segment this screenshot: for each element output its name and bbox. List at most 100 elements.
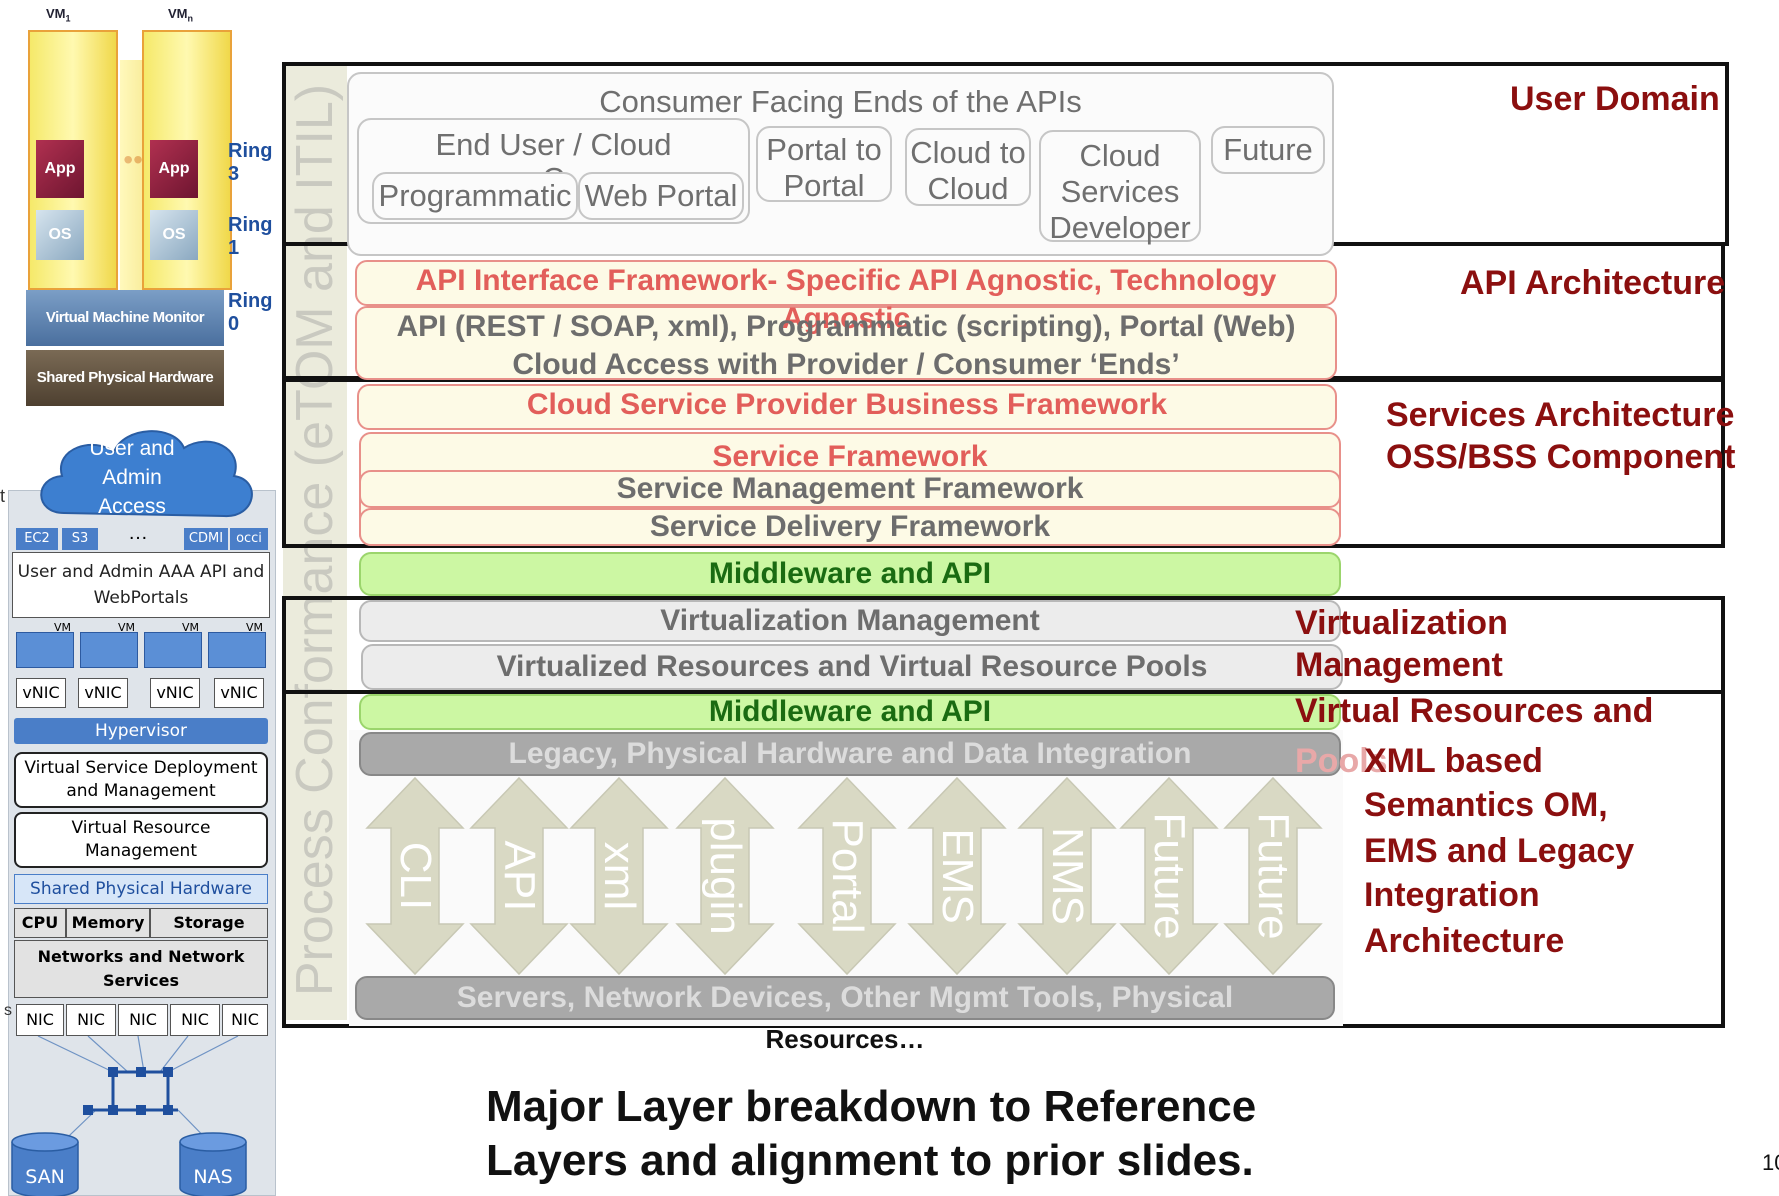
virtualization-label: Virtualization	[1295, 604, 1508, 642]
vm-icon-1: VM	[16, 621, 74, 668]
double-arrow-7	[1017, 776, 1117, 976]
ring3-label: Ring 3	[228, 140, 273, 185]
vmm-bar: Virtual Machine Monitor	[26, 290, 224, 346]
double-arrow-4	[675, 776, 775, 976]
vmn-app: App	[150, 140, 198, 198]
page-number: 10	[1762, 1150, 1779, 1175]
cloud-access-label: Cloud Access with Provider / Consumer ‘E…	[512, 348, 1180, 381]
cloud-stack-diagram: t User and Admin Access EC2 S3 … CDMI oc…	[0, 410, 282, 1196]
nic-1: NIC	[16, 1004, 64, 1036]
double-arrow-6	[907, 776, 1007, 976]
integration-arrows	[365, 776, 1323, 976]
cpu-cell: CPU	[14, 908, 66, 938]
vmn-os: OS	[150, 210, 198, 260]
ring0-label: Ring 0	[228, 290, 273, 335]
resources-label: Resources…	[765, 1024, 925, 1054]
tab-ec2: EC2	[16, 528, 58, 550]
xml-semantics-label-3: EMS and Legacy	[1364, 832, 1635, 870]
virtualized-resources-bar: Virtualized Resources and Virtual Resour…	[361, 644, 1343, 690]
double-arrow-5	[797, 776, 897, 976]
vm-icon-3: VM	[144, 621, 202, 668]
api-types-label: API (REST / SOAP, xml), Programmatic (sc…	[396, 310, 1296, 343]
vm1-app: App	[36, 140, 84, 198]
vnic-2: vNIC	[78, 678, 128, 708]
business-framework-box	[357, 384, 1337, 430]
portal-to-portal-box: Portal to Portal	[756, 126, 892, 203]
tab-occi: occi	[230, 528, 268, 550]
xml-semantics-label-1: XML based	[1364, 742, 1543, 780]
nic-5: NIC	[222, 1004, 268, 1036]
consumer-title: Consumer Facing Ends of the APIs	[599, 84, 1082, 119]
web-portal-box: Web Portal	[578, 172, 744, 220]
services-architecture-frame	[282, 378, 1725, 548]
vm-icon-row: VM VM VM VM	[12, 621, 270, 680]
user-domain-label: User Domain	[1510, 80, 1720, 118]
memory-cell: Memory	[66, 908, 150, 938]
service-management-box	[359, 470, 1341, 508]
vm1-os: OS	[36, 210, 84, 260]
management-label: Management	[1295, 646, 1503, 684]
t-fragment: t	[0, 486, 6, 506]
nic-4: NIC	[170, 1004, 220, 1036]
agnostic-label: Agnostic	[781, 302, 911, 335]
network-topology-icon	[37, 1036, 239, 1157]
legacy-bar: Legacy, Physical Hardware and Data Integ…	[359, 732, 1341, 776]
vsdm-box: Virtual Service Deployment and Managemen…	[14, 752, 268, 808]
middleware-api-bar-1: Middleware and API	[359, 552, 1341, 596]
vnic-1: vNIC	[16, 678, 66, 708]
middleware-api-bar-2: Middleware and API	[359, 694, 1341, 730]
tab-s3: S3	[62, 528, 98, 550]
xml-semantics-label-5: Architecture	[1364, 922, 1565, 960]
storage-cell: Storage	[150, 908, 268, 938]
pools-label: Pools	[1295, 742, 1388, 780]
service-delivery-box	[359, 508, 1341, 546]
programmatic-box: Programmatic	[372, 172, 578, 220]
oss-bss-label: OSS/BSS Component	[1386, 438, 1736, 476]
api-interface-framework-box	[355, 260, 1337, 306]
tab-dots: …	[128, 522, 148, 544]
stack-shared-hw: Shared Physical Hardware	[14, 874, 268, 904]
process-band	[283, 64, 347, 1020]
tab-cdmi: CDMI	[184, 528, 228, 550]
networks-box: Networks and Network Services	[14, 940, 268, 998]
service-management-label: Service Management Framework	[616, 472, 1084, 505]
service-delivery-label: Service Delivery Framework	[649, 510, 1051, 543]
vnic-3: vNIC	[150, 678, 200, 708]
service-framework-label: Service Framework	[712, 440, 988, 473]
vm-icon-2: VM	[80, 621, 138, 668]
vm-icon-4: VM	[208, 621, 266, 668]
virtualization-management-bar: Virtualization Management	[359, 600, 1341, 642]
hypervisor-bar: Hypervisor	[14, 718, 268, 744]
san-icon	[11, 1132, 79, 1196]
nic-3: NIC	[118, 1004, 168, 1036]
virtual-resources-label: Virtual Resources and	[1295, 692, 1654, 730]
services-architecture-label: Services Architecture	[1386, 396, 1735, 434]
vm1-label: VM1	[46, 6, 71, 24]
san-label: SAN	[25, 1166, 65, 1188]
user-admin-cloud-icon	[40, 430, 253, 518]
nas-icon	[179, 1132, 247, 1196]
api-interface-framework-label: API Interface Framework- Specific API Ag…	[415, 264, 1277, 297]
nas-label: NAS	[193, 1166, 233, 1188]
business-framework-label: Cloud Service Provider Business Framewor…	[526, 388, 1168, 421]
arrow-labels: CLI API xml plugin Portal EMS NMS Future…	[391, 812, 1298, 940]
future-box: Future	[1211, 126, 1325, 174]
vrm-box: Virtual Resource Management	[14, 812, 268, 868]
api-types-box	[355, 306, 1337, 380]
double-arrow-8	[1119, 776, 1219, 976]
api-architecture-label: API Architecture	[1460, 264, 1726, 302]
cloud-to-cloud-box: Cloud to Cloud	[905, 128, 1031, 206]
xml-semantics-label-2: Semantics OM,	[1364, 786, 1608, 824]
shared-hardware-bar: Shared Physical Hardware	[26, 350, 224, 406]
nic-2: NIC	[66, 1004, 116, 1036]
vm-ring-diagram: VM1 VMn App OS ••• App OS Ring 3 Ring 1 …	[0, 0, 280, 410]
double-arrow-1	[365, 776, 465, 976]
vmn-label: VMn	[168, 6, 193, 24]
caption-line-2: Layers and alignment to prior slides.	[486, 1136, 1254, 1185]
double-arrow-3	[569, 776, 669, 976]
aaa-box: User and Admin AAA API and WebPortals	[12, 552, 270, 618]
legacy-integration-frame	[282, 690, 1725, 1028]
xml-semantics-label-4: Integration	[1364, 876, 1540, 914]
vnic-4: vNIC	[214, 678, 264, 708]
